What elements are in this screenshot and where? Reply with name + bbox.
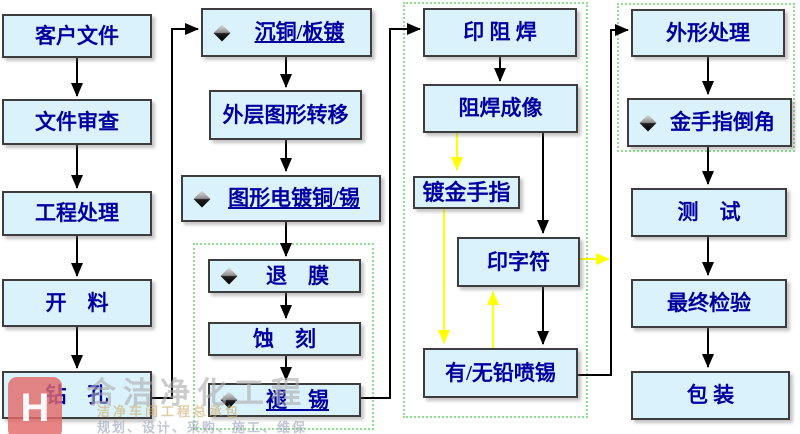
flow-box-film-strip: 退 膜 bbox=[208, 259, 361, 293]
flow-box-outer-pattern: 外层图形转移 bbox=[209, 90, 362, 140]
flow-box-drilling: 钻 孔 bbox=[2, 371, 152, 419]
flow-box-hasl: 有/无铅喷锡 bbox=[423, 348, 578, 398]
flow-box-label: 有/无铅喷锡 bbox=[445, 360, 556, 385]
flow-box-label: 蚀 刻 bbox=[253, 326, 316, 351]
flow-box-engineering: 工程处理 bbox=[2, 191, 152, 236]
flow-box-profile: 外形处理 bbox=[631, 9, 785, 57]
flow-box-final-inspection: 最终检验 bbox=[631, 279, 787, 328]
flow-box-label: 客户文件 bbox=[35, 23, 119, 48]
flow-box-label: 印 阻 焊 bbox=[463, 20, 537, 44]
flow-box-label: 开 料 bbox=[45, 290, 109, 315]
flow-box-label: 文件审查 bbox=[35, 109, 119, 134]
diamond-arrow-icon bbox=[639, 114, 657, 131]
diamond-arrow-icon bbox=[220, 267, 238, 285]
flow-box-label: 金手指倒角 bbox=[670, 110, 775, 134]
flow-box-label: 钻 孔 bbox=[45, 382, 109, 407]
flow-box-label: 镀金手指 bbox=[422, 179, 511, 205]
dashed-group-soldermask bbox=[403, 2, 588, 418]
flow-box-solder-print: 印 阻 焊 bbox=[423, 8, 577, 57]
flow-box-label: 包 装 bbox=[686, 383, 735, 407]
flow-box-label: 最终检验 bbox=[667, 291, 751, 315]
flow-box-label[interactable]: 褪 锡 bbox=[266, 387, 329, 412]
flow-box-label: 工程处理 bbox=[35, 201, 119, 225]
flow-box-customer-files: 客户文件 bbox=[2, 14, 152, 58]
diamond-arrow-icon bbox=[213, 24, 231, 41]
flow-box-label[interactable]: 沉铜/板镀 bbox=[254, 20, 345, 44]
flow-box-etching: 蚀 刻 bbox=[208, 322, 361, 356]
flow-box-solder-image: 阻焊成像 bbox=[423, 84, 578, 133]
flow-box-label: 退 膜 bbox=[266, 263, 329, 288]
flow-box-cutting: 开 料 bbox=[2, 279, 152, 327]
flow-box-label: 外形处理 bbox=[666, 20, 750, 45]
flow-box-packing: 包 装 bbox=[631, 371, 790, 420]
flow-box-label: 外层图形转移 bbox=[222, 102, 349, 127]
flow-box-label[interactable]: 图形电镀铜/锡 bbox=[228, 186, 360, 210]
diamond-arrow-icon bbox=[193, 190, 211, 207]
flow-box-copper-plating[interactable]: 沉铜/板镀 bbox=[201, 8, 372, 57]
flow-box-testing: 测 试 bbox=[631, 188, 787, 237]
flow-box-label: 印字符 bbox=[487, 249, 550, 274]
flow-box-file-review: 文件审查 bbox=[2, 99, 152, 145]
dashed-group-profile bbox=[617, 3, 795, 152]
flow-box-legend-print: 印字符 bbox=[457, 237, 580, 287]
flow-box-gold-finger: 镀金手指 bbox=[413, 176, 520, 209]
flow-box-label: 测 试 bbox=[677, 200, 741, 224]
diamond-arrow-icon bbox=[220, 391, 238, 409]
flow-box-pattern-plating[interactable]: 图形电镀铜/锡 bbox=[181, 175, 381, 222]
flow-box-label: 阻焊成像 bbox=[458, 96, 543, 120]
flow-box-beveling: 金手指倒角 bbox=[627, 98, 792, 147]
flow-box-tin-strip[interactable]: 褪 锡 bbox=[208, 383, 361, 417]
